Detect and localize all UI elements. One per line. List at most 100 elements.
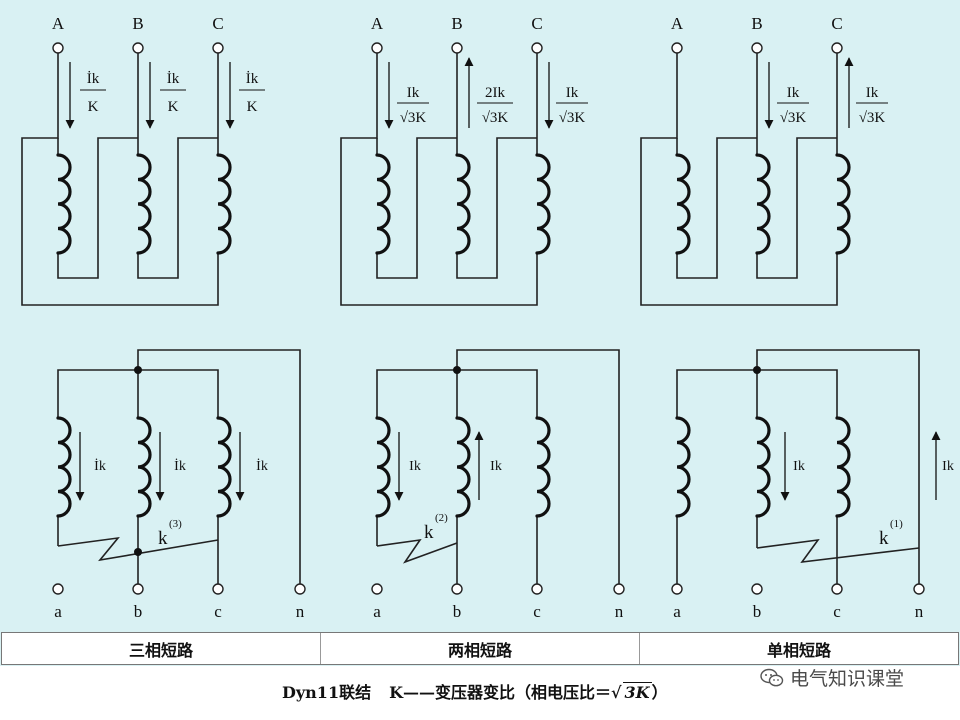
terminal-c [531,583,543,595]
winding-B [755,153,771,255]
terminal-A [52,42,64,54]
terminal-label-B: B [451,14,462,33]
winding-C [535,153,551,255]
watermark: 电气知识课堂 [760,664,904,691]
terminal-label-a: a [54,602,62,621]
winding-b [755,416,771,518]
terminal-label-A: A [52,14,65,33]
winding-A [675,153,691,255]
fault-label: k [158,528,168,549]
terminal-label-n: n [915,602,924,621]
neutral-junction [753,366,761,374]
primary-delta: A B C Ik √3K Ik [640,14,888,306]
winding-a [675,416,691,518]
terminal-A [671,42,683,54]
svg-text:√3K: √3K [482,110,509,126]
current-label: İk [94,458,106,474]
terminal-n [294,583,306,595]
svg-text:Ik: Ik [787,85,800,101]
current-fraction: Ik √3K [397,85,429,126]
terminal-label-b: b [134,602,143,621]
current-fraction: Ik √3K [777,85,809,126]
terminal-label-n: n [615,602,624,621]
terminal-b [751,583,763,595]
sqrt-symbol: √ [611,683,622,702]
current-fraction: İk K [80,71,106,115]
neutral-junction [134,366,142,374]
terminal-label-a: a [373,602,381,621]
terminal-b [132,583,144,595]
terminal-label-C: C [531,14,542,33]
svg-text:Ik: Ik [866,85,879,101]
fault-junction [134,548,142,556]
svg-text:K: K [88,99,99,115]
terminal-n [613,583,625,595]
terminal-B [751,42,763,54]
svg-text:İk: İk [167,71,180,87]
secondary-wye: Ik Ik k (2) a b c n [371,349,625,621]
current-label: Ik [942,459,954,474]
panel-two-phase: A B C Ik √3K 2Ik [340,14,625,621]
winding-C [835,153,851,255]
current-fraction: Ik √3K [856,85,888,126]
wechat-icon [760,668,784,686]
current-label: Ik [490,459,502,474]
winding-A [56,153,72,255]
svg-text:√3K: √3K [859,110,886,126]
caption-close: ） [651,683,668,702]
svg-text:İk: İk [246,71,259,87]
terminal-label-c: c [833,602,841,621]
case-label-single-phase: 单相短路 [766,640,831,660]
svg-text:Ik: Ik [566,85,579,101]
svg-text:2Ik: 2Ik [485,85,505,101]
fault-order: (2) [435,512,448,524]
terminal-a [371,583,383,595]
terminal-A [371,42,383,54]
winding-b [136,416,152,518]
terminal-label-n: n [296,602,305,621]
svg-text:√3K: √3K [780,110,807,126]
terminal-n [913,583,925,595]
current-label: Ik [409,459,421,474]
case-label-three-phase: 三相短路 [2,633,321,664]
watermark-text: 电气知识课堂 [790,668,905,690]
fault-label: k [424,522,434,543]
fault-order: (1) [890,518,903,530]
winding-c [835,416,851,518]
terminal-c [831,583,843,595]
current-label: İk [174,458,186,474]
fault-label: k [879,528,889,549]
terminal-label-B: B [132,14,143,33]
terminal-B [451,42,463,54]
winding-a [56,416,72,518]
winding-b [455,416,471,518]
current-fraction: Ik √3K [556,85,588,126]
terminal-a [671,583,683,595]
primary-delta: A B C Ik √3K 2Ik [340,14,588,306]
current-label: İk [256,458,268,474]
svg-text:K: K [168,99,179,115]
terminal-label-B: B [751,14,762,33]
winding-B [455,153,471,255]
transformer-fault-diagram: A B C İk K İk [21,14,954,621]
winding-c [535,416,551,518]
terminal-C [212,42,224,54]
terminal-label-c: c [214,602,222,621]
case-label-two-phase: 两相短路 [321,633,640,664]
caption-connection: Dyn11联结 [282,683,372,702]
neutral-junction [453,366,461,374]
terminal-b [451,583,463,595]
secondary-wye: İk İk İk k (3) a b c n [52,349,306,621]
fault-order: (3) [169,518,182,530]
svg-text:√3K: √3K [400,110,427,126]
panel-three-phase: A B C İk K İk [21,14,306,621]
svg-text:İk: İk [87,71,100,87]
terminal-label-C: C [831,14,842,33]
terminal-a [52,583,64,595]
terminal-c [212,583,224,595]
case-label-row: 三相短路 两相短路 单相短路 [1,632,959,665]
panel-single-phase: A B C Ik √3K Ik [640,14,954,621]
winding-a [375,416,391,518]
